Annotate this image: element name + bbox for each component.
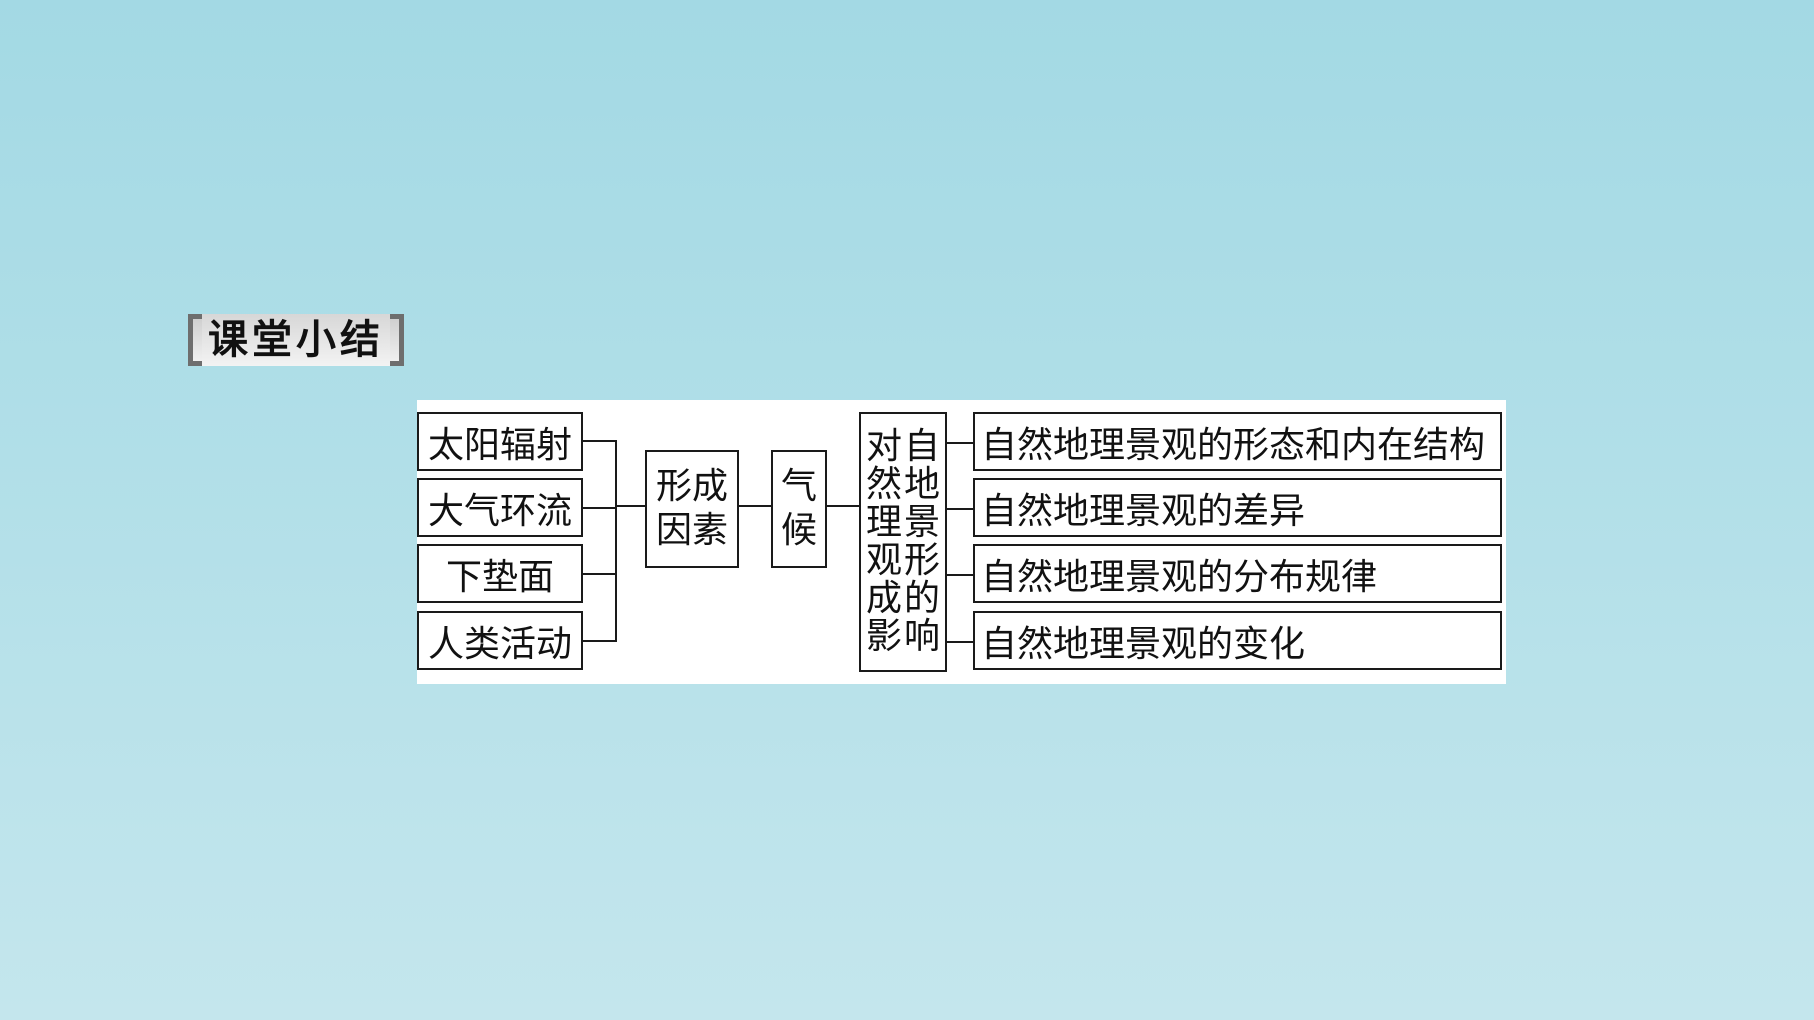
target-box-distribution: 自然地理景观的分布规律 bbox=[973, 544, 1502, 603]
influence-column-left: 对 然 理 观 成 影 bbox=[866, 428, 902, 656]
connector-line bbox=[583, 573, 617, 575]
factor-box-human-activity: 人类活动 bbox=[417, 611, 583, 670]
climate-char-2: 候 bbox=[780, 510, 817, 551]
formation-factor-box: 形成 因素 bbox=[645, 450, 739, 568]
formation-factor-line-2: 因素 bbox=[655, 510, 728, 551]
connector-bracket-line bbox=[615, 440, 617, 642]
right-bracket-icon bbox=[390, 314, 404, 366]
connector-line bbox=[947, 574, 973, 576]
target-box-difference: 自然地理景观的差异 bbox=[973, 478, 1502, 537]
connector-line bbox=[739, 505, 771, 507]
connector-line bbox=[583, 640, 617, 642]
connector-line bbox=[947, 641, 973, 643]
connector-line bbox=[615, 505, 645, 507]
formation-factor-line-1: 形成 bbox=[655, 466, 728, 507]
influence-box: 自 地 景 形 的 响 对 然 理 观 成 影 bbox=[859, 412, 947, 672]
connector-line bbox=[947, 508, 973, 510]
influence-char: 自 bbox=[904, 426, 941, 467]
influence-char: 形 bbox=[904, 540, 941, 581]
influence-char: 观 bbox=[865, 540, 902, 581]
influence-char: 地 bbox=[904, 464, 941, 505]
connector-line bbox=[947, 442, 973, 444]
influence-char: 响 bbox=[904, 616, 941, 657]
influence-char: 理 bbox=[865, 502, 902, 543]
heading-text: 课堂小结 bbox=[202, 314, 390, 366]
connector-line bbox=[583, 507, 617, 509]
factor-box-solar-radiation: 太阳辐射 bbox=[417, 412, 583, 471]
influence-char: 影 bbox=[865, 616, 902, 657]
influence-char: 然 bbox=[865, 464, 902, 505]
influence-char: 的 bbox=[904, 578, 941, 619]
influence-char: 景 bbox=[904, 502, 941, 543]
target-box-change: 自然地理景观的变化 bbox=[973, 611, 1502, 670]
left-bracket-icon bbox=[188, 314, 202, 366]
influence-column-right: 自 地 景 形 的 响 bbox=[904, 428, 940, 656]
target-box-form-structure: 自然地理景观的形态和内在结构 bbox=[973, 412, 1502, 471]
concept-diagram: 太阳辐射 大气环流 下垫面 人类活动 形成 因素 气 候 自 地 景 形 的 响… bbox=[417, 400, 1506, 684]
climate-box: 气 候 bbox=[771, 450, 827, 568]
influence-char: 对 bbox=[865, 426, 902, 467]
section-heading: 课堂小结 bbox=[188, 314, 404, 366]
factor-box-underlying-surface: 下垫面 bbox=[417, 544, 583, 603]
influence-char: 成 bbox=[865, 578, 902, 619]
connector-line bbox=[827, 505, 859, 507]
factor-box-atmospheric-circulation: 大气环流 bbox=[417, 478, 583, 537]
climate-char-1: 气 bbox=[780, 466, 817, 507]
connector-line bbox=[583, 440, 617, 442]
